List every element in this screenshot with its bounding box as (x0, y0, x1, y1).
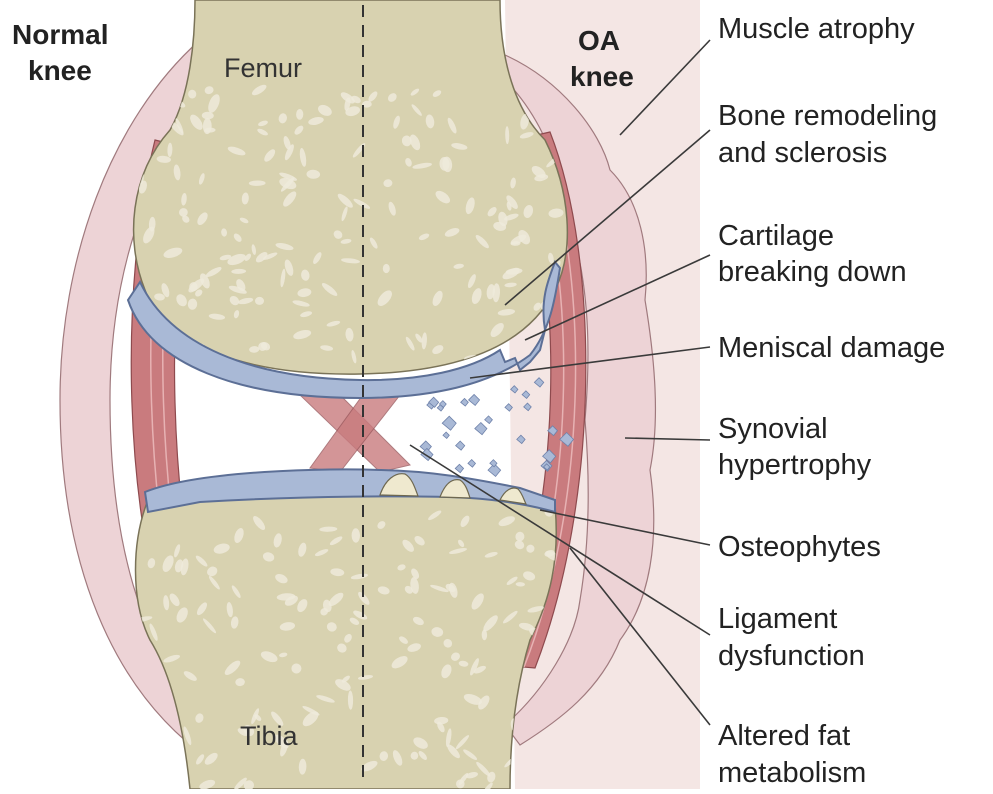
label-bone-remodeling: Bone remodeling and sclerosis (718, 100, 945, 169)
femur-label: Femur (224, 53, 302, 83)
tibia-label: Tibia (240, 721, 299, 751)
label-cartilage-breaking-down: Cartilage breaking down (718, 220, 907, 288)
label-synovial-hypertrophy: Synovial hypertrophy (718, 413, 872, 481)
femur-bone[interactable] (134, 0, 568, 374)
label-altered-fat-metabolism: Altered fat metabolism (718, 720, 866, 789)
label-meniscal-damage: Meniscal damage (718, 332, 945, 364)
label-muscle-atrophy: Muscle atrophy (718, 13, 915, 45)
normal-knee-title: Normal knee (12, 19, 116, 86)
label-ligament-dysfunction: Ligament dysfunction (718, 603, 865, 672)
label-osteophytes: Osteophytes (718, 531, 881, 563)
